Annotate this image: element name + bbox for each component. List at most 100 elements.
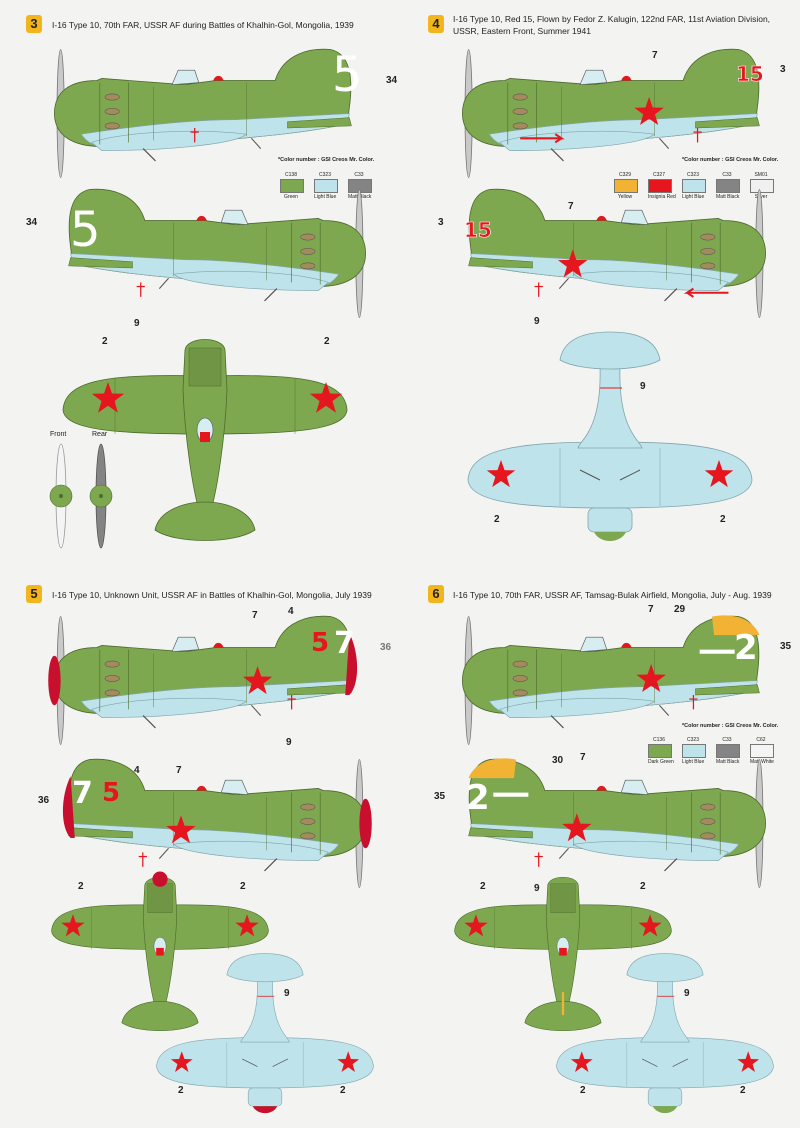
swatch-color [750, 744, 774, 758]
callout-label: 4 [134, 765, 140, 776]
callout-label: 9 [640, 381, 646, 392]
swatch-code: C33 [722, 172, 732, 178]
tail-number: 5 [70, 202, 101, 258]
profile-title-line2: USSR, Eastern Front, Summer 1941 [453, 26, 591, 36]
swatch-name: Light Blue [682, 759, 705, 765]
callout-label: 4 [288, 606, 294, 617]
side-profile-right [468, 758, 780, 890]
callout-label: 7 [652, 50, 658, 61]
color-note: *Color number : GSI Creos Mr. Color. [682, 723, 779, 729]
swatch-code: C329 [619, 172, 631, 178]
callout-label: 2 [720, 514, 726, 525]
swatch-code: C62 [756, 737, 766, 743]
callout-label: 7 [252, 610, 258, 621]
callout-label: 7 [176, 765, 182, 776]
callout-label: 2 [102, 336, 108, 347]
tail-number: 15 [464, 218, 492, 243]
swatch-code: C33 [354, 172, 364, 178]
propeller-front [49, 443, 73, 549]
side-profile-left [48, 615, 358, 746]
callout-label: 2 [178, 1085, 184, 1096]
callout-label: 9 [684, 988, 690, 999]
color-note: *Color number : GSI Creos Mr. Color. [278, 157, 375, 163]
callout-label: 2 [240, 881, 246, 892]
tail-number-white: 7 [72, 776, 93, 811]
callout-label: 2 [480, 881, 486, 892]
swatch-name: Insignia Red [648, 194, 676, 200]
bottom-view [556, 953, 774, 1114]
callout-label: 9 [534, 883, 540, 894]
callout-label: 35 [434, 791, 446, 802]
swatch-code: C136 [653, 737, 665, 743]
swatch-name: Matt Black [716, 759, 740, 765]
callout-label: 35 [780, 641, 792, 652]
swatch-name: Yellow [617, 194, 633, 200]
callout-label: 9 [134, 318, 140, 329]
swatch-color [280, 179, 304, 193]
swatch-color [750, 179, 774, 193]
side-profile-right [450, 185, 780, 320]
tail-number-white: 7 [334, 626, 355, 661]
callout-label: 2 [324, 336, 330, 347]
swatch-name: Green [284, 194, 298, 200]
color-note: *Color number : GSI Creos Mr. Color. [682, 157, 779, 163]
profile-number-badge: 5 [26, 585, 42, 603]
callout-label: 30 [552, 755, 564, 766]
profile-title: I-16 Type 10, 70th FAR, USSR AF during B… [52, 20, 354, 30]
callout-label: 2 [340, 1085, 346, 1096]
swatch-code: C323 [687, 172, 699, 178]
side-profile-left [53, 48, 353, 179]
swatch-color [314, 179, 338, 193]
swatch-color [614, 179, 638, 193]
callout-label: 2 [580, 1085, 586, 1096]
side-profile-left [461, 48, 761, 179]
callout-label: 3 [438, 217, 444, 228]
profile-number-badge: 6 [428, 585, 444, 603]
callout-label: 34 [386, 75, 398, 86]
callout-label: 2 [740, 1085, 746, 1096]
callout-label: 2 [78, 881, 84, 892]
swatch-color [716, 179, 740, 193]
tail-number-red: 5 [311, 628, 330, 658]
callout-label: 9 [286, 737, 292, 748]
bottom-view [156, 953, 374, 1114]
callout-label: 7 [580, 752, 586, 763]
tail-number: 2 [734, 628, 758, 668]
profile-title: I-16 Type 10, 70th FAR, USSR AF, Tamsag-… [453, 590, 772, 600]
profile-number-badge: 4 [428, 15, 444, 33]
swatch-color [682, 744, 706, 758]
swatch-name: Light Blue [682, 194, 705, 200]
swatch-code: C323 [319, 172, 331, 178]
tail-number: 2 [466, 778, 490, 818]
callout-label: 7 [568, 201, 574, 212]
callout-label: 29 [674, 604, 686, 615]
swatch-color [648, 179, 672, 193]
swatch-code: C138 [285, 172, 297, 178]
tail-number: 5 [332, 47, 363, 103]
side-profile-right [62, 755, 372, 890]
callout-label: 2 [494, 514, 500, 525]
bottom-view [467, 331, 753, 542]
propeller-label-rear: Rear [92, 431, 108, 438]
callout-label: 3 [780, 64, 786, 75]
profile-title: I-16 Type 10, Unknown Unit, USSR AF in B… [52, 590, 372, 600]
top-view [51, 871, 269, 1032]
swatch-code: C323 [687, 737, 699, 743]
top-view [454, 876, 672, 1032]
swatch-color [716, 744, 740, 758]
callout-label: 36 [38, 795, 50, 806]
callout-label: 7 [648, 604, 654, 615]
propeller-rear [89, 443, 113, 549]
side-profile-left [461, 615, 761, 746]
swatch-name: Matt Black [716, 194, 740, 200]
swatch-color [682, 179, 706, 193]
